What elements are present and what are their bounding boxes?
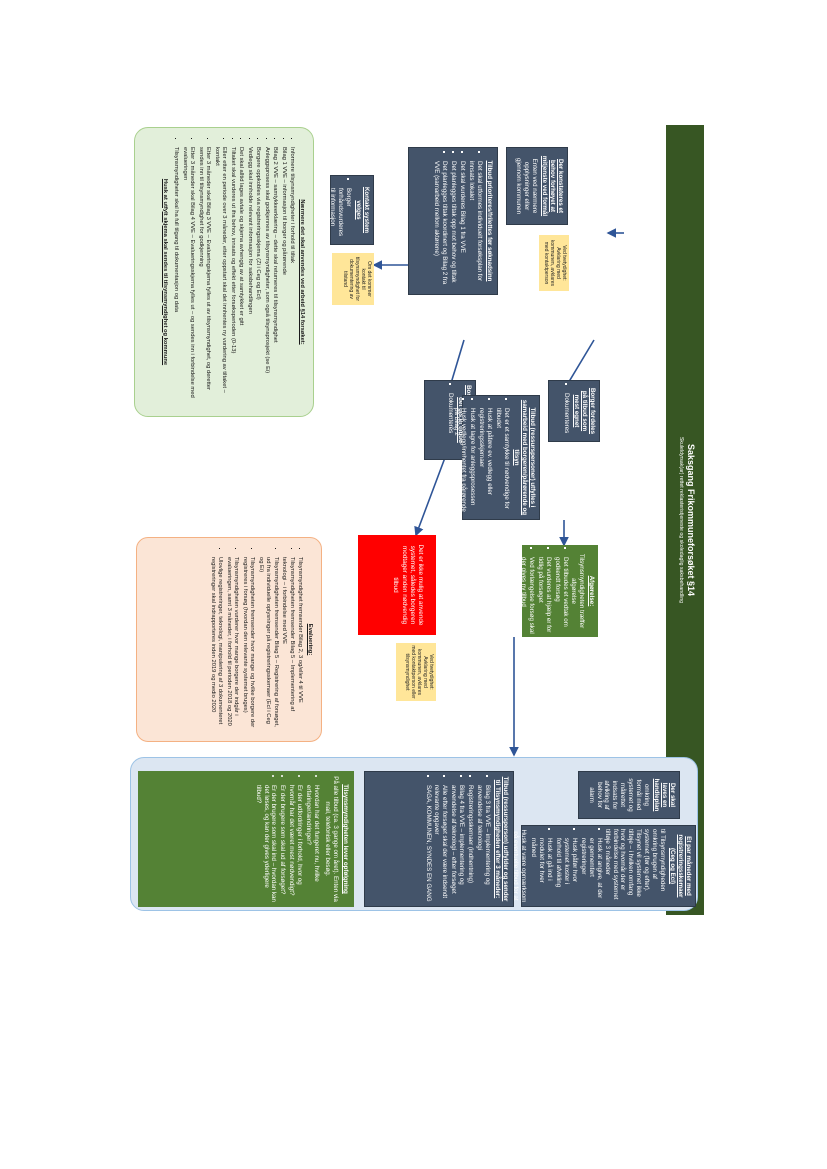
registration-title: Et par måneder med registreringsskemaer …: [669, 834, 692, 898]
decision-item: Det vurderes at hjælp er for tidlig på f…: [536, 557, 552, 634]
registration-item: Husk påfør hvor systemet koster i forhol…: [554, 838, 578, 903]
evaluation-title: Evaluering:: [307, 623, 313, 656]
registration-body: til Tilsynsmyndigheden omkring brugen af…: [603, 829, 667, 900]
guidance-item: Informere tilsynsmyndigheter i forhold t…: [288, 147, 295, 406]
followup-submit-title: Tilbud (ressursperson) udfylder og sende…: [494, 776, 509, 902]
decision-title: Afgørelse:: [588, 575, 595, 607]
guidance-item: Tiltaket skal vurderes ut ifra behov, in…: [228, 147, 236, 406]
contact-item: Borger forhåndsvurderes til informasjon: [328, 188, 352, 241]
assess-title: Tilbud prioriteres/frilettes før søknads…: [486, 160, 493, 282]
note-start: Ved tvetydighet: Avklaring med kommunen,…: [539, 235, 569, 291]
followup-submit-list: Bilag 3 fra VVE – implementering og anve…: [424, 776, 492, 902]
decision-body: Tilsynsmyndigheten træffer afgørelse: [570, 553, 586, 629]
agreement-item: Husk vedlegg/innhentet fra pårørende på …: [452, 408, 468, 516]
handleplan-title: Der skal laves en handleplan: [653, 778, 676, 812]
guidance-item: Etter 3 måneder skal Bilag 4 VVE – Evalu…: [180, 147, 196, 406]
guidance-panel: Nærmere det skal anvendes ved arbeid §14…: [134, 127, 314, 417]
registration-item: Husk at gå ind i modulet for hver måned: [529, 838, 553, 903]
followup-submit-item: Bilag 4 fra VVE – implementering og anve…: [449, 785, 465, 902]
supervision-box: Tilsynsmyndigheten lever opfølgning På a…: [138, 771, 354, 907]
guidance-list: Informere tilsynsmyndigheter i forhold t…: [172, 138, 295, 406]
start-title: Der konstateres et behov forhøyet at mit…: [541, 155, 564, 217]
evaluation-item: Ulovlige registreringer, teknologi, mani…: [208, 557, 224, 731]
handleplan-box: Der skal laves en handleplan omkring for…: [578, 771, 680, 819]
borger-fordel-box: Borger fordeles på tilbud som mest egnet…: [548, 380, 600, 442]
start-box: Der konstateres et behov forhøyet at mit…: [506, 147, 568, 225]
assess-item: Det planlegges tiltak opp mot behov og t…: [449, 161, 457, 290]
guidance-item: Bilag 2 VVE – samtykkeerklæring – dette …: [271, 147, 278, 406]
supervision-item: Er der udfordringer i forhold, hvor og h…: [287, 785, 303, 902]
guidance-item: Anleggsprosess skal godkjennes av tilsyn…: [262, 147, 270, 406]
assess-item: Det skal utformes individuelt forsøkspla…: [467, 161, 483, 290]
supervision-item: Er der brugere som skal ind – hvordan ka…: [254, 785, 278, 902]
guidance-item: Borgere oppkobles via registreringsskjem…: [254, 147, 261, 406]
supervision-title: Tilsynsmyndigheten lever opfølgning: [342, 784, 349, 894]
guidance-item: Eller etter en periode over 3 måneder, e…: [212, 147, 228, 406]
contact-title: Kontakt system velges: [355, 186, 370, 234]
registration-list: Husk at angive, at der er gennemført reg…: [529, 829, 603, 903]
guidance-item: Etter 3 måneder skal Bilag 3 VVE – Evalu…: [196, 147, 212, 406]
evaluation-item: Tilsynsmyndigheten vurderer hvor mange b…: [224, 557, 240, 731]
guidance-item: Vedlegg skal innholde relevant informasj…: [245, 147, 253, 406]
registration-item: Husk at angive, at der er gennemført reg…: [579, 838, 603, 903]
agreement-title: Tilbud (ressurspersoner) utfylles i sama…: [513, 399, 536, 516]
followup-submit-item: SAGA, KOMMUNEN, SYNDES EN GANG: [424, 785, 432, 902]
flowchart-canvas: Saksgang Frikommuneforsøket §14 Skuleldy…: [124, 125, 704, 915]
agreement-item: Husk at lagre for anleggsprosessen: [469, 408, 476, 516]
start-body: Enten ved nærmere opplysninger eller gje…: [515, 157, 539, 215]
assess-list: Det skal utformes individuelt forsøkspla…: [432, 152, 483, 290]
guidance-footer: Husk at utfylt skjema skal sendes til ti…: [162, 178, 169, 366]
decision-item: Ved forlængelse forsøg skal der gives ny…: [520, 557, 536, 634]
guidance-item: Tilsynsmyndigheter skal ha full tilgang …: [172, 147, 179, 406]
assess-box: Tilbud prioriteres/frilettes før søknads…: [408, 147, 498, 295]
decision-box: Afgørelse: Tilsynsmyndigheten træffer af…: [520, 545, 598, 637]
registration-box: Et par måneder med registreringsskemaer …: [504, 825, 696, 907]
guidance-item: Bilag 1 VVE – informasjon til borger og …: [279, 147, 287, 406]
followup-submit-item: Alle efter forsøget skal der være indsen…: [433, 785, 449, 902]
followup-submit-item: Registreringsskemaer (indhentning): [466, 785, 474, 902]
supervision-list: Hvordan har det fungeret nu, hvilke erfa…: [254, 776, 321, 902]
guidance-title: Nærmere det skal anvendes ved arbeid §14…: [299, 199, 305, 345]
note-contact: Om det kommer kontakt til tilsynsmyndigh…: [332, 253, 374, 305]
not-possible-box: Det er ikke mulig at anvende systemet, s…: [358, 535, 436, 635]
borger-fordel-item: Dokumenteres: [562, 393, 570, 438]
evaluation-item: Tilsynsmyndigheten fremsender Bilag 5 – …: [256, 557, 279, 731]
supervision-item: Er der brugere som skal ud af forsøget?: [279, 785, 286, 902]
handleplan-body: omkring formål med systemet og målrettet…: [587, 778, 651, 812]
supervision-item: Hvordan har det fungeret nu, hvilke erfa…: [304, 785, 320, 902]
followup-submit-item: Bilag 3 fra VVE – implementering og anve…: [475, 785, 491, 902]
assess-item: Det planlegges tiltak koordinert og Bila…: [432, 161, 448, 290]
contact-box: Kontakt system velges Borger forhåndsvur…: [328, 175, 374, 245]
agreement-item: Husk at påføre ev. vedlegg eller registr…: [477, 408, 493, 516]
arrow-ok-to-red: [414, 454, 447, 537]
borger-fordel-title: Borger fordeles på tilbud som mest egnet: [573, 387, 596, 435]
agreement-list: Det er et samtykke til nødvendige for ti…: [452, 399, 511, 516]
evaluation-item: Tilsynsmyndigheten fremsender Bilag 5 – …: [280, 557, 295, 731]
note-red: Ved tvetydighet: Avklaring med kommunen,…: [396, 643, 436, 701]
evaluation-item: Tilsynsmyndighet fremsender Bilag 2, 3 o…: [296, 557, 303, 731]
evaluation-item: Tilsynsmyndigheten fremsender hvor mange…: [240, 557, 256, 731]
agreement-box: Tilbud (ressurspersoner) utfylles i sama…: [453, 395, 540, 520]
decision-item: Det tilbudes et vedtak om godkendt forsø…: [553, 557, 569, 634]
supervision-body: På alle tilbud (ca. 3 gange om året). En…: [324, 776, 340, 902]
decision-list: Det tilbudes et vedtak om godkendt forsø…: [520, 548, 570, 634]
assess-item: Det skal vurderes Bilag 1 fra VVE: [458, 161, 466, 290]
agreement-item: Det er et samtykke til nødvendige for ti…: [494, 408, 510, 516]
evaluation-panel: Evaluering: Tilsynsmyndighet fremsender …: [136, 537, 322, 742]
evaluation-list: Tilsynsmyndighet fremsender Bilag 2, 3 o…: [208, 548, 304, 731]
guidance-item: Det skal alltid lages avtale og skjema a…: [237, 147, 244, 406]
followup-submit-box: Tilbud (ressursperson) udfylder og sende…: [364, 771, 514, 907]
